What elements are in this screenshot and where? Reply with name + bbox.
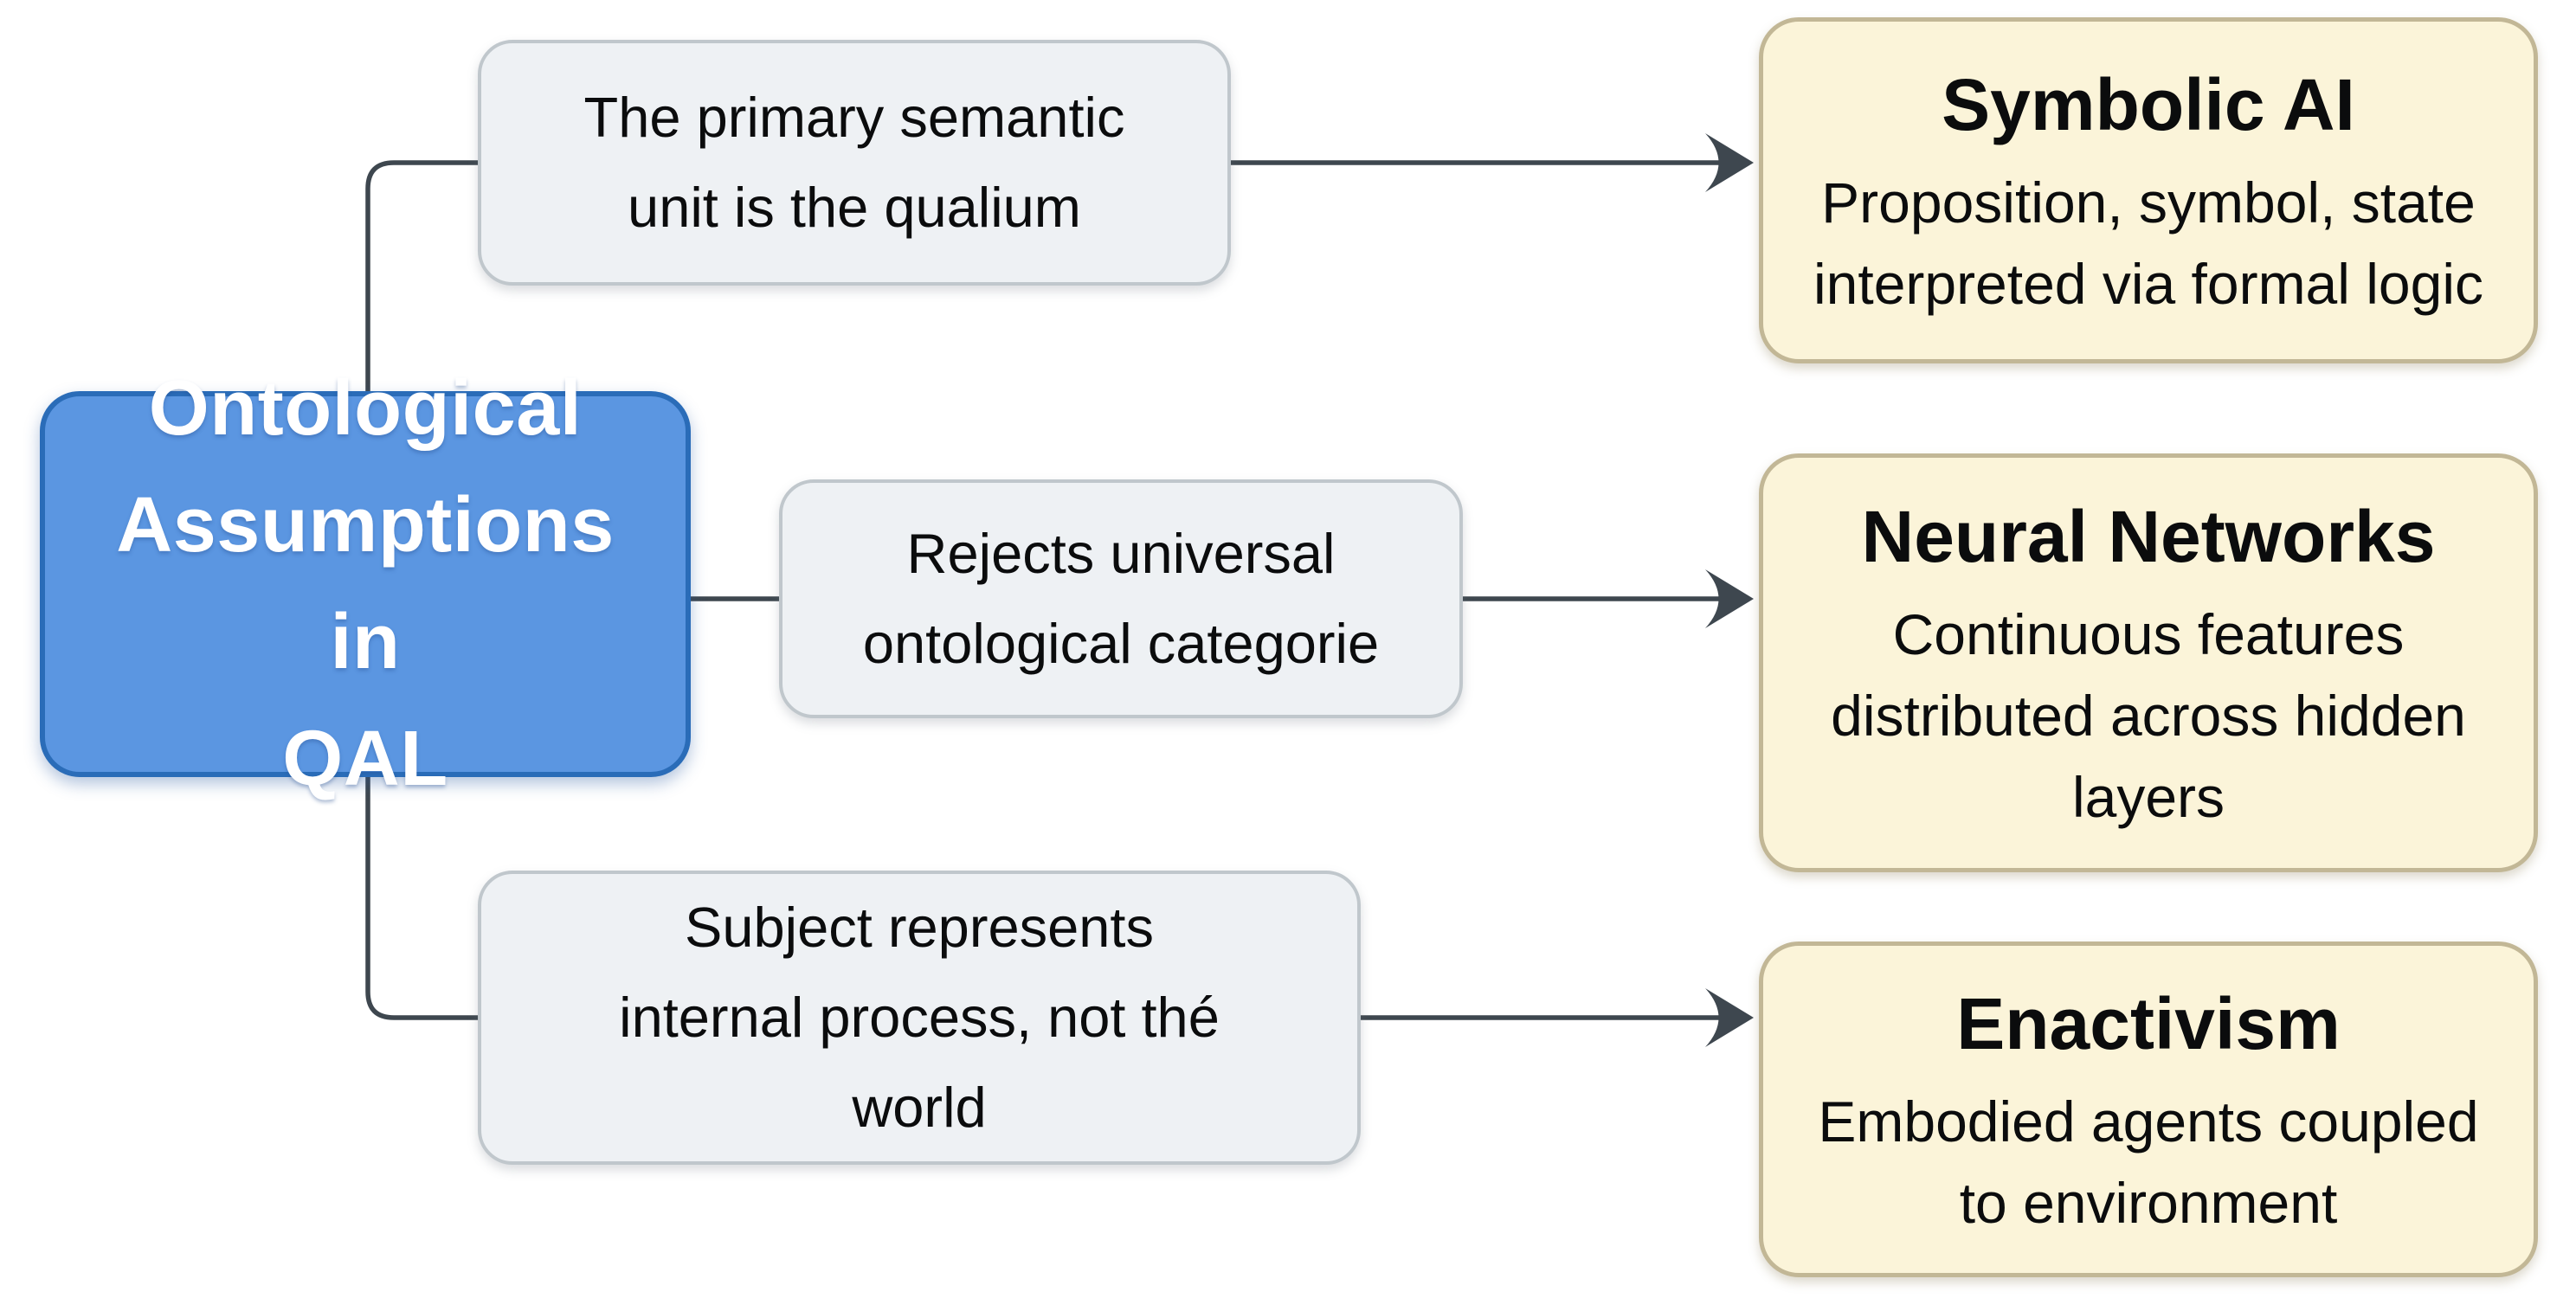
claim-label: Subject represents internal process, not… bbox=[619, 896, 1220, 1139]
node-claim-rejects-universal-categories: Rejects universal ontological categorie bbox=[779, 479, 1463, 718]
claim-label: Rejects universal ontological categorie bbox=[862, 522, 1380, 675]
target-description: Continuous features distributed across h… bbox=[1831, 602, 2466, 829]
target-description: Embodied agents coupled to environment bbox=[1818, 1089, 2479, 1235]
node-target-symbolic-ai: Symbolic AI Proposition, symbol, state i… bbox=[1759, 17, 2538, 363]
target-description: Proposition, symbol, state interpreted v… bbox=[1813, 170, 2484, 316]
node-target-enactivism: Enactivism Embodied agents coupled to en… bbox=[1759, 941, 2538, 1277]
node-root-ontological-assumptions: Ontological Assumptions in QAL bbox=[40, 365, 691, 802]
target-title: Enactivism bbox=[1956, 982, 2341, 1064]
edge-root-to-claim-3 bbox=[365, 770, 481, 1020]
node-claim-subject-represents-internal-process: Subject represents internal process, not… bbox=[478, 871, 1361, 1165]
arrowhead-target2 bbox=[1705, 569, 1754, 628]
node-claim-primary-semantic-unit: The primary semantic unit is the qualium bbox=[478, 40, 1231, 286]
claim-label: The primary semantic unit is the qualium bbox=[583, 86, 1125, 239]
root-label: Ontological Assumptions in QAL bbox=[116, 365, 615, 802]
target-title: Symbolic AI bbox=[1942, 63, 2355, 145]
node-target-neural-networks: Neural Networks Continuous features dist… bbox=[1759, 453, 2538, 872]
arrowhead-target1 bbox=[1705, 133, 1754, 192]
arrowhead-target3 bbox=[1705, 988, 1754, 1047]
edge-root-to-claim-1 bbox=[365, 160, 481, 398]
target-title: Neural Networks bbox=[1861, 495, 2436, 577]
